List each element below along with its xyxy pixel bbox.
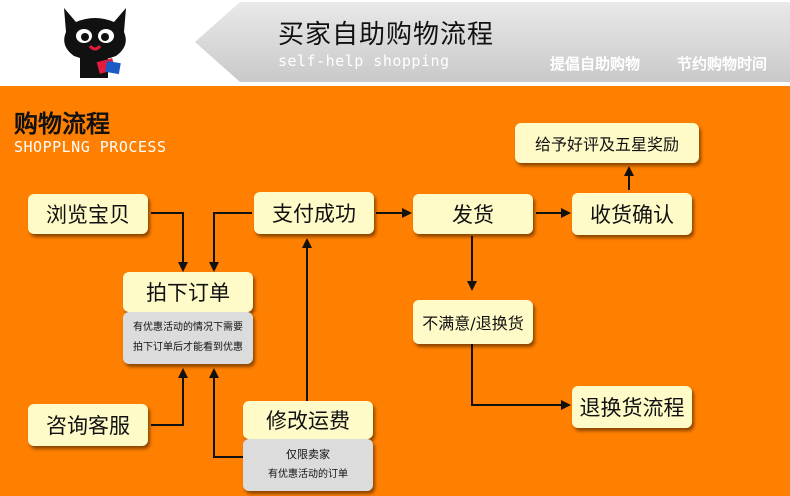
slogan-1: 提倡自助购物 <box>550 55 641 73</box>
node-ship: 发货 <box>413 194 533 234</box>
node-return-flow: 退换货流程 <box>572 386 692 428</box>
arrow-consult-to-order <box>151 368 188 426</box>
node-order: 拍下订单 <box>123 272 253 312</box>
tmall-cat-logo <box>64 8 126 78</box>
slogan-2: 节约购物时间 <box>677 55 768 73</box>
order-note-line-1: 有优惠活动的情况下需要 <box>133 322 243 333</box>
header-title: 买家自助购物流程 <box>278 20 495 50</box>
section-title: 购物流程 <box>14 110 110 138</box>
arrow-paid-to-order <box>209 212 252 272</box>
order-note-line-2: 拍下订单后才能看到优惠 <box>133 342 243 353</box>
node-modify-note: 仅限卖家 有优惠活动的订单 <box>243 439 373 491</box>
node-consult: 咨询客服 <box>28 404 148 446</box>
section-subtitle: SHOPPLNG PROCESS <box>14 138 167 156</box>
arrow-unsatisfied-to-return <box>471 344 571 410</box>
node-confirm: 收货确认 <box>572 193 692 235</box>
node-review: 给予好评及五星奖励 <box>515 123 699 163</box>
node-modify: 修改运费 <box>243 401 373 439</box>
header-bar: 买家自助购物流程 self-help shopping 提倡自助购物 节约购物时… <box>0 0 790 86</box>
node-browse: 浏览宝贝 <box>28 194 148 234</box>
node-paid: 支付成功 <box>254 192 374 234</box>
node-unsatisfied: 不满意/退换货 <box>413 300 533 344</box>
modify-note-line-1: 仅限卖家 <box>286 448 330 461</box>
modify-note-line-2: 有优惠活动的订单 <box>268 469 348 480</box>
header-subtitle: self-help shopping <box>278 52 450 70</box>
arrow-browse-to-order <box>151 212 188 272</box>
header-title-band <box>195 2 790 82</box>
node-order-note: 有优惠活动的情况下需要 拍下订单后才能看到优惠 <box>123 312 253 364</box>
arrow-modify-to-order <box>209 368 243 458</box>
